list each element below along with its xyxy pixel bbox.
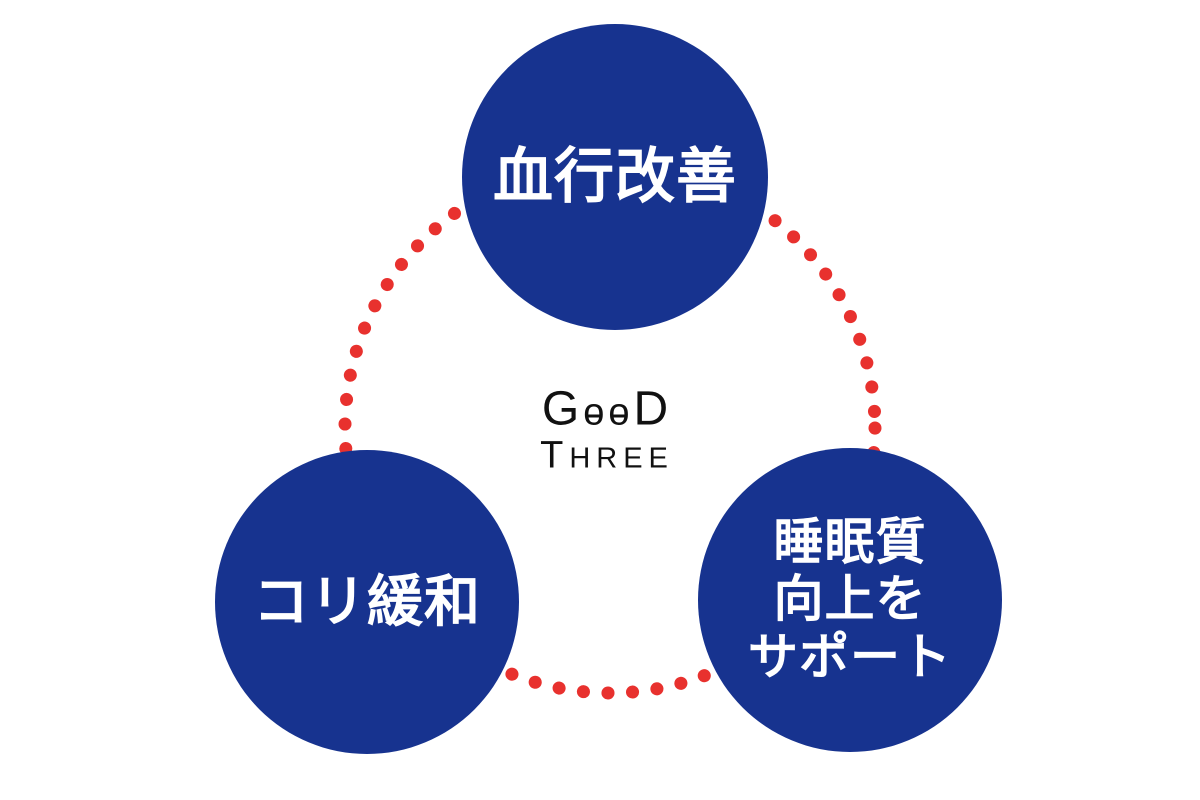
logo-letter-d: D — [633, 382, 673, 436]
bottom-left-circle-stiffness-relief: コリ緩和 — [215, 450, 519, 754]
top-circle-label: 血行改善 — [493, 143, 737, 210]
logo-letter-o2: o — [608, 391, 634, 434]
logo-line2: THREE — [540, 437, 674, 475]
logo-line1: GooD — [540, 382, 674, 436]
bottom-right-line-3: サポート — [748, 628, 952, 685]
bottom-right-circle-label: 睡眠質 向上を サポート — [748, 514, 952, 687]
top-circle-blood-circulation: 血行改善 — [462, 24, 768, 330]
bottom-left-circle-label: コリ緩和 — [253, 570, 481, 633]
logo-letter-o1: o — [583, 391, 609, 434]
logo-letters-hree: HREE — [569, 442, 674, 475]
good-three-logo: GooD THREE — [540, 382, 674, 475]
bottom-right-line-1: 睡眠質 — [773, 513, 927, 570]
bottom-right-circle-sleep-quality: 睡眠質 向上を サポート — [698, 448, 1002, 752]
logo-letter-g: G — [541, 382, 584, 436]
bottom-right-line-2: 向上を — [773, 571, 927, 628]
logo-letter-t: T — [540, 434, 570, 477]
